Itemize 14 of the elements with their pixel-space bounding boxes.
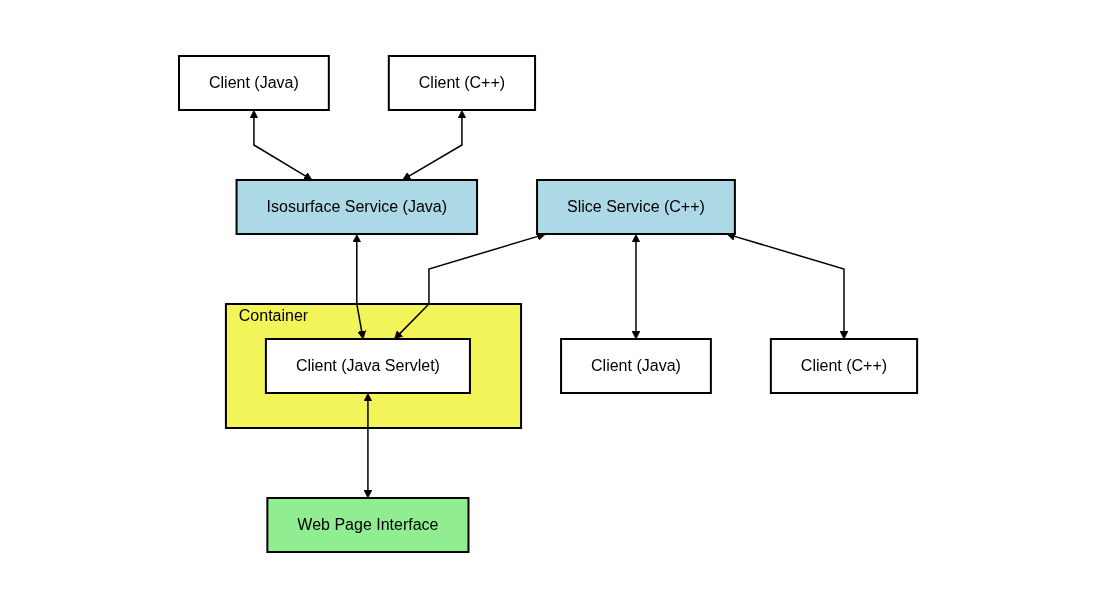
node-box: Client (C++) bbox=[770, 338, 919, 394]
node-box: Slice Service (C++) bbox=[536, 179, 737, 235]
node-box: Web Page Interface bbox=[266, 497, 470, 553]
node-box: Client (Java) bbox=[178, 55, 331, 111]
arrow bbox=[727, 232, 849, 340]
node-box: Isosurface Service (Java) bbox=[236, 179, 479, 235]
arrow bbox=[363, 393, 373, 499]
node-box: Client (Java) bbox=[560, 338, 713, 394]
arrow bbox=[249, 110, 313, 181]
node-box: Client (C++) bbox=[388, 55, 537, 111]
arrow bbox=[402, 110, 467, 181]
node-box: Client (Java Servlet) bbox=[265, 338, 472, 394]
arrow bbox=[352, 234, 367, 340]
arrow bbox=[632, 234, 641, 340]
